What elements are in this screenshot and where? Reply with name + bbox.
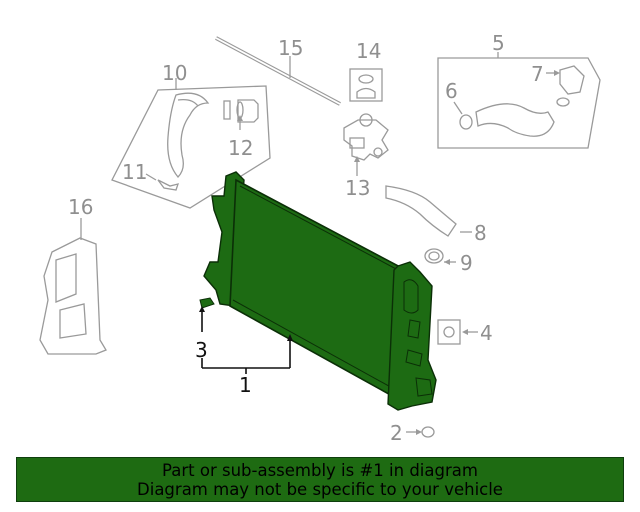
part-3-bolt [199,297,215,332]
part-1-radiator: 1 3 [195,171,437,411]
callout-10: 10 [162,61,187,85]
part-10-hose-group: 10 12 11 [111,61,271,209]
part-info-banner: Part or sub-assembly is #1 in diagram Di… [16,457,624,502]
callout-4: 4 [480,321,493,345]
parts-diagram: 15 14 13 10 12 11 [39,31,601,445]
callout-14: 14 [356,39,381,63]
callout-12: 12 [228,136,253,160]
callout-11: 11 [122,160,147,184]
callout-5: 5 [492,31,505,55]
part-14-cap: 14 [349,39,383,102]
callout-1: 1 [239,373,252,397]
callout-6: 6 [445,79,458,103]
banner-line-2: Diagram may not be specific to your vehi… [137,480,503,499]
callout-16: 16 [68,195,93,219]
part-13-thermostat-housing: 13 [343,113,389,200]
callout-3: 3 [195,338,208,362]
part-9-clamp: 9 [424,248,473,275]
part-5-hose-group: 5 7 6 [437,31,601,149]
callout-15: 15 [278,36,303,60]
part-15-seal-strip: 15 [215,36,341,106]
part-4-bracket: 4 [437,319,493,345]
part-16-air-guide: 16 [39,195,107,355]
part-2-nut: 2 [390,421,435,445]
callout-9: 9 [460,251,473,275]
callout-13: 13 [345,176,370,200]
part-8-hose: 8 [385,185,487,245]
callout-7: 7 [531,62,544,86]
callout-8: 8 [474,221,487,245]
callout-2: 2 [390,421,403,445]
banner-line-1: Part or sub-assembly is #1 in diagram [162,461,478,480]
